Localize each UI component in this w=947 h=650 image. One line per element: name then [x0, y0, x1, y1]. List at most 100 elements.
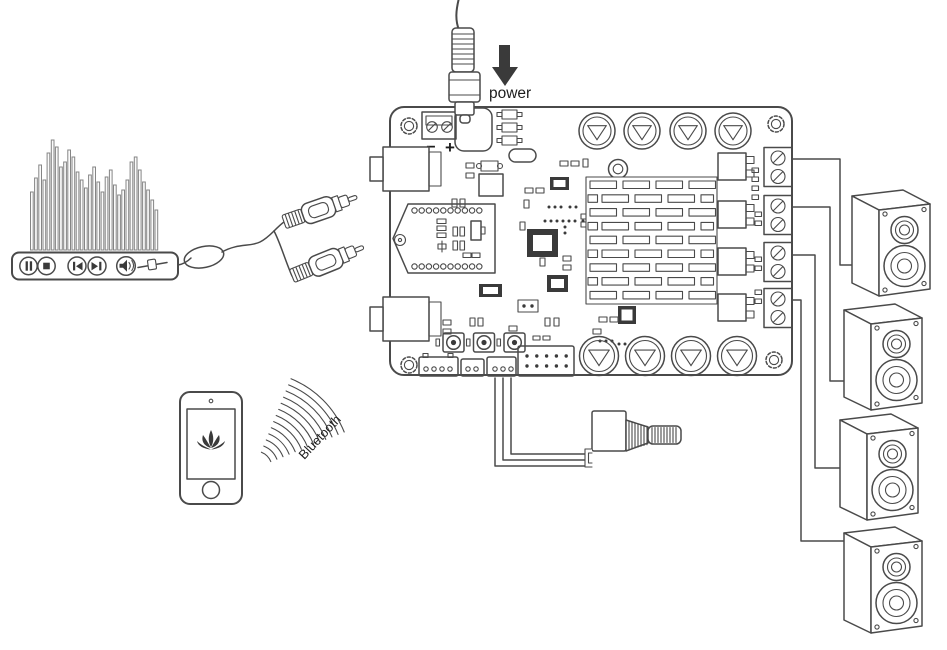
sot23-transistor: [501, 122, 518, 133]
header-pin: [535, 364, 539, 368]
capacitor-vent: [723, 125, 734, 141]
via-dot: [567, 219, 571, 223]
castellated-pad: [425, 263, 433, 270]
capacitor: [716, 335, 758, 377]
cabinet-screw: [874, 401, 880, 407]
capacitor: [627, 116, 657, 146]
sot23-transistor: [516, 137, 523, 144]
terminal-plus-label: +: [445, 138, 455, 157]
cabinet-screw: [921, 280, 927, 287]
capacitor-vent: [634, 349, 646, 367]
capacitor: [720, 339, 754, 373]
equalizer-bar: [133, 156, 138, 251]
heatsink-fin: [587, 277, 599, 286]
speaker-driver: [898, 224, 911, 236]
via-dot: [568, 205, 572, 209]
equalizer-bar: [129, 161, 134, 251]
radio-wave-arc: [270, 427, 296, 453]
radio-waves-icon: [260, 378, 345, 463]
power-supply: power: [448, 0, 531, 124]
speaker-driver: [888, 595, 905, 611]
speaker-driver: [886, 557, 907, 577]
tactile-button: [450, 339, 457, 346]
via-dot: [559, 205, 563, 209]
sot23-transistor: [496, 137, 503, 144]
smd-parts: [442, 158, 763, 341]
tactile-button: [506, 334, 523, 351]
capacitor: [628, 339, 662, 373]
connector-3pin-volume: [486, 356, 517, 377]
terminal-screw: [770, 216, 786, 233]
equalizer-bar: [59, 166, 63, 251]
smd-part: [609, 316, 619, 323]
equalizer-bar: [79, 179, 84, 251]
heatsink-fin: [589, 208, 618, 217]
mounting-hole: [403, 120, 415, 132]
radio-wave-arc: [260, 451, 272, 463]
smd-part: [535, 187, 545, 194]
heatsink-fin: [688, 235, 717, 245]
smd-part: [523, 199, 530, 209]
terminal-minus-label: −: [426, 139, 435, 156]
speaker-wire: [791, 206, 847, 382]
mounting-hole: [767, 115, 785, 133]
board-outline: [389, 106, 793, 376]
terminal-screw: [772, 200, 784, 212]
capacitor: [578, 335, 620, 377]
player-controls-bar: [11, 251, 179, 281]
smd-part: [592, 328, 602, 335]
capacitor-vent: [678, 125, 689, 141]
castellated-pad: [411, 207, 418, 214]
cabinet-screw: [921, 206, 927, 213]
chip-right: [618, 306, 636, 324]
castellated-pad: [418, 263, 425, 270]
radio-wave-arc: [283, 396, 327, 440]
output-filter: [717, 247, 747, 276]
phone-body: [179, 391, 243, 505]
terminal-screw: [772, 152, 784, 164]
rca-plug-bottom: [289, 245, 365, 283]
capacitor: [718, 116, 748, 146]
speaker-driver: [882, 444, 903, 464]
sot23-transistor: [501, 109, 518, 120]
power-plug: [448, 27, 481, 124]
smd-part: [754, 289, 763, 296]
heatsink-fin: [700, 194, 715, 203]
inductor-pill: [508, 148, 537, 163]
output-filter: [745, 217, 755, 226]
terminal-screw: [772, 219, 784, 230]
heatsink-fin: [688, 208, 717, 217]
cabinet-screw: [882, 287, 888, 293]
electrolytic-capacitors: [578, 112, 758, 377]
smd-part: [442, 328, 452, 335]
heatsink-fin: [587, 249, 599, 259]
terminal-screw: [772, 312, 784, 323]
radio-wave-arc: [278, 408, 315, 445]
output-filter: [745, 169, 755, 178]
smd-part: [582, 158, 589, 168]
smd-part: [754, 211, 763, 218]
smd-part: [532, 335, 541, 341]
pause-icon: [29, 261, 33, 271]
smd-part: [751, 194, 760, 201]
mounting-hole: [400, 356, 418, 374]
equalizer-bar: [46, 152, 51, 251]
smd-part: [442, 319, 452, 326]
capacitor-vent: [732, 125, 743, 141]
filter-component: [475, 160, 504, 197]
heatsink-fin: [589, 180, 618, 190]
smd-part: [469, 317, 476, 327]
speaker-driver: [882, 552, 911, 582]
capacitor-vent: [726, 349, 738, 367]
equalizer-bar: [42, 179, 47, 251]
smd-part: [754, 298, 763, 305]
volume-button: [115, 255, 137, 277]
equalizer-bar: [50, 139, 55, 251]
equalizer-bar: [117, 194, 121, 251]
speaker-side-face: [851, 195, 880, 297]
castellated-pads: [411, 207, 483, 270]
heatsink-fin: [589, 290, 618, 300]
audio-jack-bottom: [369, 296, 442, 342]
smd-part: [751, 185, 760, 192]
heatsink-fin: [587, 221, 599, 231]
